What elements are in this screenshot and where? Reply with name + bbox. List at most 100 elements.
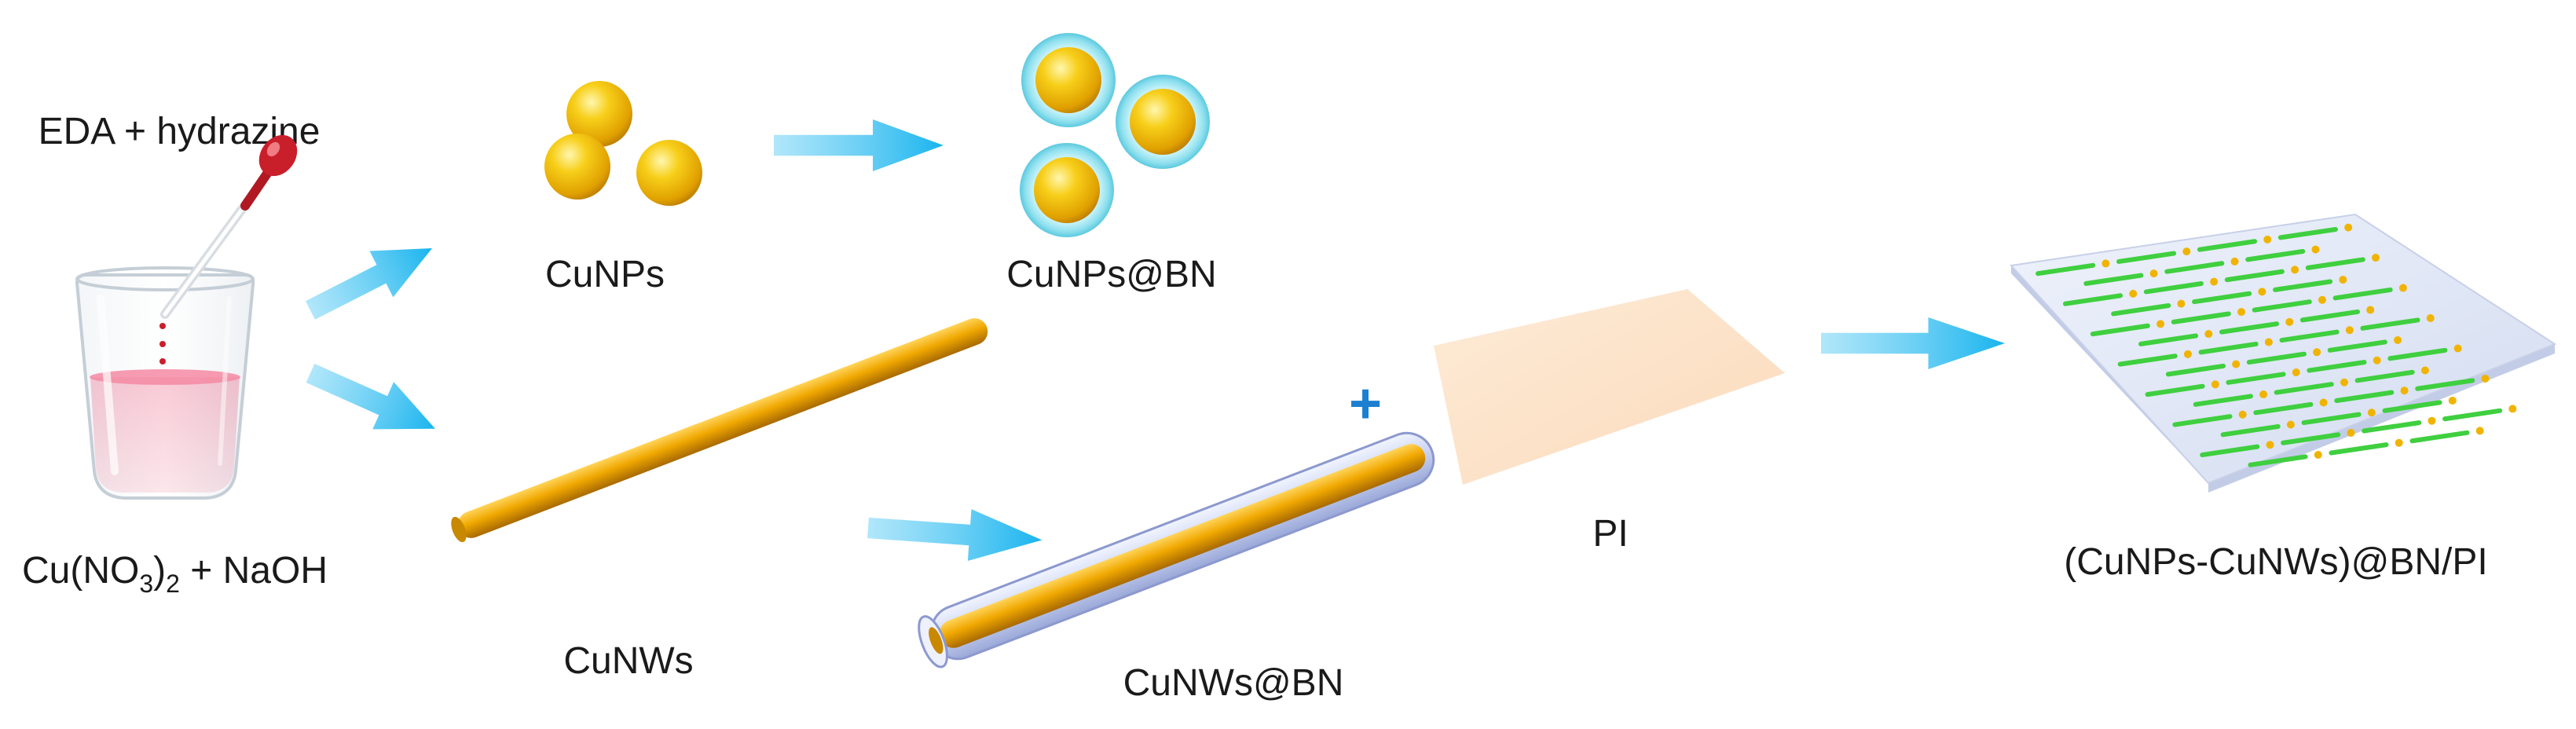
composite-particle [2211, 380, 2219, 389]
composite-particle [2129, 289, 2138, 298]
composite-wire [2334, 390, 2395, 404]
composite-particle [2398, 284, 2407, 292]
composite-particle [2395, 438, 2403, 447]
precursor-label: Cu(NO3)2 + NaOH [22, 550, 328, 598]
dropper-icon [159, 134, 298, 364]
composite-wire [2279, 329, 2340, 343]
composite-wire [2219, 321, 2280, 335]
arrow-to-cunps [299, 225, 445, 334]
composite-particle [2448, 396, 2457, 405]
composite-wire [2083, 273, 2144, 286]
composite-wire [2220, 423, 2281, 438]
composite-particle [2314, 450, 2322, 459]
composite-particle [2481, 374, 2490, 383]
composite-wire [2252, 299, 2312, 313]
composite-particle [2340, 378, 2348, 386]
composite-particle [2344, 223, 2353, 232]
composite-wire [2200, 444, 2260, 458]
beaker-icon [75, 266, 255, 500]
composite-wire [2164, 261, 2225, 274]
pi-label: PI [1592, 513, 1628, 555]
composite-wire [2192, 291, 2252, 305]
arrow-to-cunps-bn [774, 119, 944, 171]
composite-particle [2258, 288, 2266, 296]
composite-particle [2453, 344, 2462, 353]
composite-particle [2286, 420, 2295, 429]
composite-wire [2193, 394, 2253, 407]
composite-wire [2197, 239, 2258, 252]
composite-wire [2138, 333, 2199, 346]
composite-particle [2182, 247, 2191, 256]
composite-wire [2327, 339, 2387, 353]
composite-particle [2259, 390, 2268, 399]
composite-particle [2372, 254, 2380, 262]
cunws-wire-icon [451, 318, 988, 543]
composite-wire [2301, 412, 2362, 426]
composite-particle [2177, 299, 2186, 308]
composite-wire [2036, 262, 2096, 277]
composite-wire [2145, 383, 2205, 397]
composite-wire [2246, 351, 2307, 365]
composite-wire [2360, 317, 2420, 331]
composite-wire [2117, 354, 2178, 367]
composite-wire [2274, 382, 2334, 395]
composite-particle [2292, 368, 2300, 377]
composite-wire [2354, 369, 2415, 383]
composite-particle [2232, 360, 2241, 368]
cunps-particles-icon [544, 81, 702, 206]
composite-wire [2409, 430, 2470, 444]
composite-wire [2116, 251, 2177, 264]
composite-particle [2230, 257, 2239, 266]
composite-wire [2329, 442, 2389, 456]
cunps-label: CuNPs [545, 254, 665, 295]
composite-wire [2281, 432, 2341, 445]
composite-wire [2165, 363, 2226, 377]
arrow-to-cunws-bn [866, 502, 1044, 566]
composite-wire [2442, 408, 2503, 422]
composite-particle [2149, 269, 2158, 278]
composite-wire [2253, 401, 2314, 416]
composite-wire [2307, 360, 2367, 373]
composite-particle [2319, 398, 2328, 407]
composite-wire [2332, 287, 2393, 301]
composite-particle [2266, 441, 2274, 449]
cunws-label: CuNWs [563, 640, 693, 682]
composite-particle [2345, 326, 2354, 335]
composite-wire [2111, 303, 2171, 317]
cunps-bn-particles-icon [1020, 33, 1210, 237]
composite-particle [2156, 320, 2165, 328]
composite-particle [2508, 405, 2517, 413]
composite-particle [2210, 277, 2219, 286]
composite-particle [2264, 338, 2273, 346]
composite-film-icon [2010, 213, 2557, 493]
composite-particle [2426, 314, 2435, 323]
composite-particle [2373, 356, 2381, 364]
composite-wire [2277, 226, 2338, 240]
composite-wire [2198, 341, 2259, 355]
composite-particle [2183, 350, 2192, 358]
cunps-bn-label: CuNPs@BN [1006, 254, 1216, 295]
composite-particle [2313, 348, 2321, 357]
composite-wire [2273, 279, 2333, 292]
composite-particle [2311, 245, 2320, 254]
composite-wire [2382, 400, 2442, 413]
arrow-to-cunws [299, 349, 446, 452]
composite-wire [2415, 378, 2475, 391]
plus-sign: + [1349, 372, 1382, 435]
composite-particle [2367, 408, 2376, 417]
composite-label: (CuNPs-CuNWs)@BN/PI [2064, 541, 2487, 583]
composite-particle [2204, 330, 2213, 339]
composite-wire [2248, 454, 2308, 467]
cunws-bn-wire-icon [918, 431, 1435, 669]
composite-wire [2299, 309, 2360, 323]
composite-wire [2224, 269, 2285, 283]
composite-wire [2362, 420, 2422, 434]
composite-particle [2347, 428, 2355, 437]
composite-particle [2291, 266, 2299, 274]
composite-particle [2475, 427, 2484, 435]
composite-wire [2387, 347, 2448, 361]
composite-wire [2062, 293, 2123, 306]
composite-particle [2263, 235, 2272, 244]
composite-wire [2305, 257, 2365, 270]
